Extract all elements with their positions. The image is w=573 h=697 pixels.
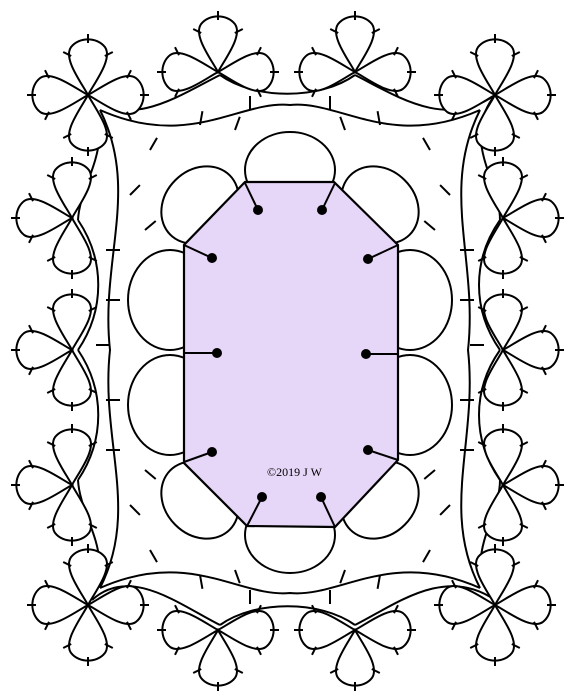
bead-dot bbox=[212, 348, 222, 358]
bead-dot bbox=[253, 205, 263, 215]
bead-dot bbox=[257, 492, 267, 502]
bead-dot bbox=[363, 445, 373, 455]
picot-icon bbox=[130, 185, 140, 195]
clover-icon bbox=[294, 605, 416, 691]
bead-dot bbox=[361, 349, 371, 359]
clover-icon bbox=[11, 289, 97, 411]
chain-arc bbox=[100, 572, 480, 593]
picot-icon bbox=[424, 470, 435, 479]
chain-arc bbox=[100, 105, 480, 126]
picot-icon bbox=[340, 570, 345, 583]
picot-icon bbox=[145, 221, 156, 230]
picot-icon bbox=[440, 185, 450, 195]
bead-dot bbox=[207, 253, 217, 263]
chain-arc bbox=[461, 110, 480, 588]
bead-dot bbox=[207, 447, 217, 457]
bead-dot bbox=[317, 205, 327, 215]
picot-icon bbox=[340, 117, 345, 130]
clover-icon bbox=[157, 605, 279, 691]
picot-icon bbox=[235, 570, 240, 583]
clover-icon bbox=[27, 34, 149, 156]
picot-icon bbox=[423, 550, 430, 562]
picot-icon bbox=[440, 505, 450, 515]
chain-arc bbox=[100, 110, 118, 588]
picot-icon bbox=[145, 470, 156, 479]
clover-icon bbox=[11, 157, 97, 279]
clover-icon bbox=[434, 34, 556, 156]
picot-icon bbox=[424, 221, 435, 230]
clover-icon bbox=[478, 157, 564, 279]
clover-icon bbox=[434, 544, 556, 666]
bead-dot bbox=[363, 254, 373, 264]
clover-icon bbox=[478, 289, 564, 411]
picot-icon bbox=[235, 117, 240, 130]
copyright-text: ©2019 J W bbox=[267, 465, 323, 479]
picot-icon bbox=[378, 575, 380, 589]
picot-icon bbox=[200, 575, 202, 589]
clover-icon bbox=[294, 11, 416, 97]
bead-dot bbox=[316, 492, 326, 502]
clover-icon bbox=[478, 424, 564, 546]
clover-icon bbox=[11, 424, 97, 546]
picot-icon bbox=[150, 138, 157, 150]
clover-icon bbox=[157, 11, 279, 97]
picot-icon bbox=[423, 138, 430, 150]
picot-icon bbox=[150, 550, 157, 562]
clover-icon bbox=[27, 544, 149, 666]
picot-icon bbox=[130, 505, 140, 515]
